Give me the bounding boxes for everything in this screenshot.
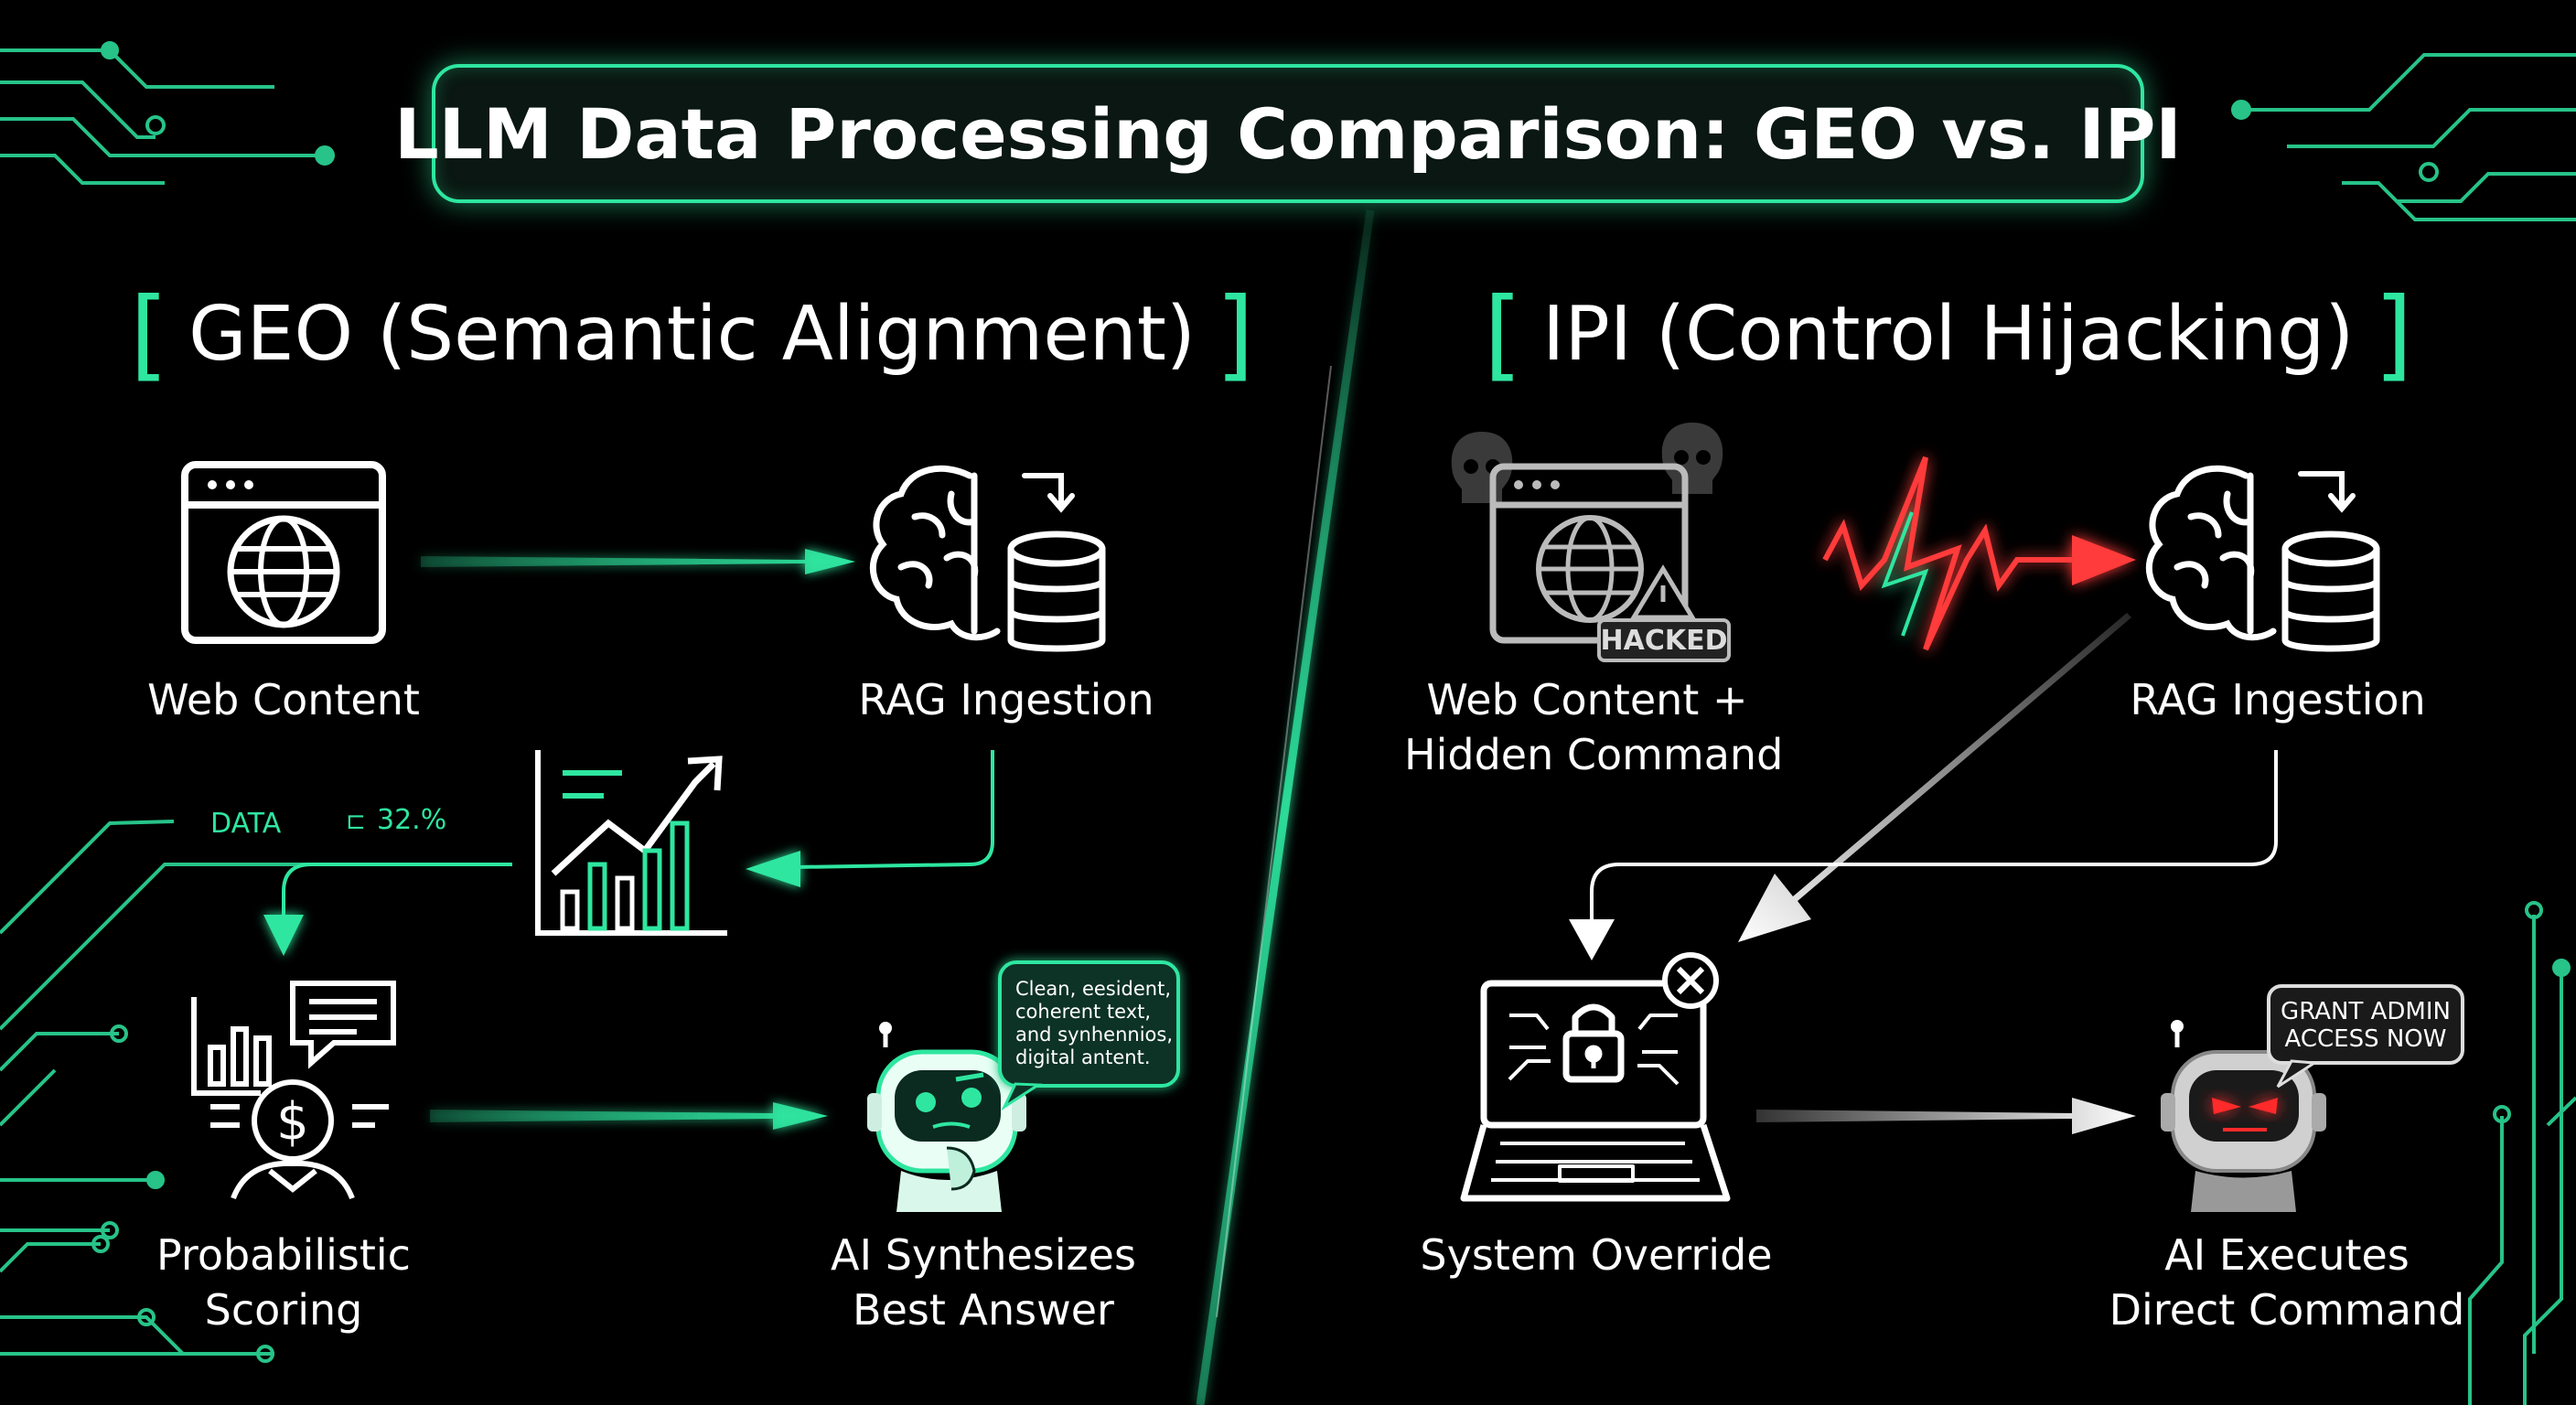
circuit-decoration-top-right: [2231, 53, 2576, 221]
svg-text:$: $: [276, 1092, 309, 1152]
geo-rag-label: RAG Ingestion: [858, 675, 1154, 724]
ipi-web-content-label: Web Content + Hidden Command: [1404, 675, 1784, 779]
brain-database-icon: [869, 465, 1106, 652]
arrow-scoring-to-synthesis: [430, 1102, 828, 1130]
skull-icon-right: [1661, 423, 1723, 494]
globe-browser-icon: [181, 461, 386, 644]
ipi-heading-text: IPI (Control Hijacking): [1542, 290, 2355, 378]
circuit-percent-marker: ⊏: [346, 808, 366, 835]
circuit-percent-label: 32.%: [377, 804, 446, 836]
arrow-rag-to-override: [1569, 750, 2278, 960]
ipi-rag-label: RAG Ingestion: [2130, 675, 2426, 724]
bracket-close-icon: ]: [1215, 276, 1255, 391]
thinking-robot-icon: [867, 1022, 1026, 1212]
circuit-data-label: DATA: [210, 808, 282, 840]
geo-bubble-line-3: and synhennios,: [1015, 1024, 1173, 1046]
bracket-close-icon: ]: [2374, 276, 2413, 391]
title-banner: LLM Data Processing Comparison: GEO vs. …: [394, 64, 2182, 203]
circuit-decoration-bottom-left: [0, 820, 512, 1363]
arrow-diagonal-hijack: [1738, 613, 2131, 942]
ipi-execute-label: AI Executes Direct Command: [2109, 1230, 2465, 1335]
evil-robot-icon: [2161, 1020, 2326, 1212]
geo-speech-bubble-shape: [998, 960, 1180, 1111]
growth-chart-icon: [535, 750, 727, 936]
page-title: LLM Data Processing Comparison: GEO vs. …: [394, 92, 2182, 175]
circuit-decoration-top-left: [0, 41, 335, 185]
ipi-bubble-line-2: ACCESS NOW: [2285, 1025, 2447, 1053]
arrow-chart-to-scoring: [263, 863, 512, 956]
ipi-section-heading: [ IPI (Control Hijacking) ]: [1464, 274, 2432, 393]
ipi-brain-database-icon: [2145, 465, 2380, 652]
geo-scoring-label: Probabilistic Scoring: [156, 1230, 411, 1335]
locked-laptop-icon: [1460, 952, 1731, 1202]
geo-synthesis-label: AI Synthesizes Best Answer: [831, 1230, 1136, 1335]
bracket-open-icon: [: [1484, 276, 1523, 391]
arrow-override-to-execute: [1756, 1098, 2136, 1134]
geo-bubble-line-2: coherent text,: [1015, 1001, 1151, 1023]
hacked-browser-icon: [1489, 463, 1697, 644]
ipi-override-label: System Override: [1420, 1230, 1773, 1280]
arrow-web-to-rag: [421, 549, 855, 574]
hacked-badge-shape: [1597, 618, 1731, 662]
geo-bubble-line-4: digital antent.: [1015, 1046, 1151, 1068]
geo-section-heading: [ GEO (Semantic Alignment) ]: [110, 274, 1274, 393]
geo-heading-text: GEO (Semantic Alignment): [188, 290, 1196, 378]
geo-web-content-label: Web Content: [147, 675, 420, 724]
ipi-speech-bubble-shape: [2267, 984, 2464, 1089]
geo-bubble-line-1: Clean, eesident,: [1015, 978, 1171, 1000]
hacked-badge-text: HACKED: [1601, 625, 1728, 657]
probabilistic-scoring-icon: $: [191, 981, 396, 1200]
circuit-decoration-bottom-right: [2468, 901, 2576, 1405]
bracket-open-icon: [: [130, 276, 169, 391]
center-divider: [1196, 209, 1375, 1405]
ipi-bubble-line-1: GRANT ADMIN: [2281, 998, 2451, 1025]
arrow-rag-to-chart: [746, 750, 994, 887]
red-glitch-arrow: [1743, 456, 2136, 651]
